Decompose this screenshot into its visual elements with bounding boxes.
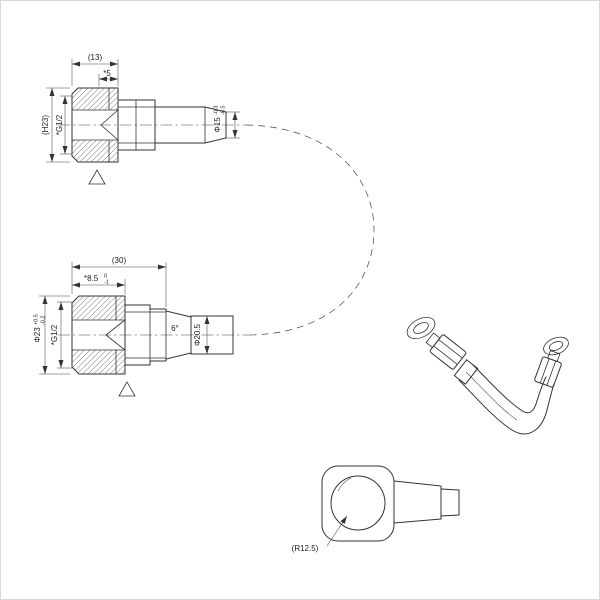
dim-label-top-thread: *G1/2 bbox=[55, 114, 64, 135]
hose-pictorial-view bbox=[406, 316, 569, 435]
dim-label-mid-outer-dia: Φ23 bbox=[33, 327, 42, 343]
surface-finish-triangle-icon bbox=[118, 381, 136, 397]
dim-label-top-offset: *5 bbox=[103, 69, 111, 78]
dim-label-mid-depth: *8.5 bbox=[84, 274, 99, 283]
dim-label-mid-thread: *G1/2 bbox=[50, 324, 59, 345]
hose-collar-1 bbox=[453, 359, 479, 385]
tolerance-upper: +0.5 bbox=[34, 314, 40, 325]
tolerance-upper: -0.3 bbox=[214, 106, 220, 115]
washer-1 bbox=[406, 316, 436, 340]
dim-label-mid-width: (30) bbox=[112, 256, 127, 265]
dim-label-top-width: (13) bbox=[88, 53, 103, 62]
hose-centerline-arc bbox=[245, 124, 375, 336]
hose-inner-edge bbox=[472, 364, 547, 414]
dim-label-top-end-dia: Φ15 bbox=[213, 117, 222, 133]
hose-nut-1 bbox=[425, 332, 467, 370]
tolerance-lower: -0.2 bbox=[41, 316, 47, 325]
radius-leader-line bbox=[326, 515, 348, 547]
surface-finish-triangle-icon bbox=[88, 169, 106, 185]
dim-label-elbow-radius: (R12.5) bbox=[292, 544, 319, 553]
dim-label-taper-angle: 6° bbox=[171, 324, 179, 333]
washer-2 bbox=[543, 336, 569, 356]
top-fitting-section-view: (13) *5 (H23) *G1/2 Φ15 -0.3 -0.5 bbox=[41, 53, 246, 185]
dim-label-mid-end-dia: Φ20.5 bbox=[193, 323, 202, 346]
tolerance-upper: 0 bbox=[104, 274, 107, 280]
mid-fitting-section-view: 6° (30) *8.5 0 -1 Φ23 +0.5 -0.2 *G1/2 Φ2… bbox=[33, 256, 250, 397]
dim-label-top-height: (H23) bbox=[41, 115, 50, 135]
hose-outer-edge bbox=[458, 379, 555, 435]
hose-shading-line bbox=[465, 371, 518, 421]
elbow-fitting-view: (R12.5) bbox=[292, 465, 460, 553]
tolerance-lower: -0.5 bbox=[221, 106, 227, 115]
hose-nut-2 bbox=[534, 350, 562, 388]
tolerance-lower: -1 bbox=[104, 280, 109, 286]
